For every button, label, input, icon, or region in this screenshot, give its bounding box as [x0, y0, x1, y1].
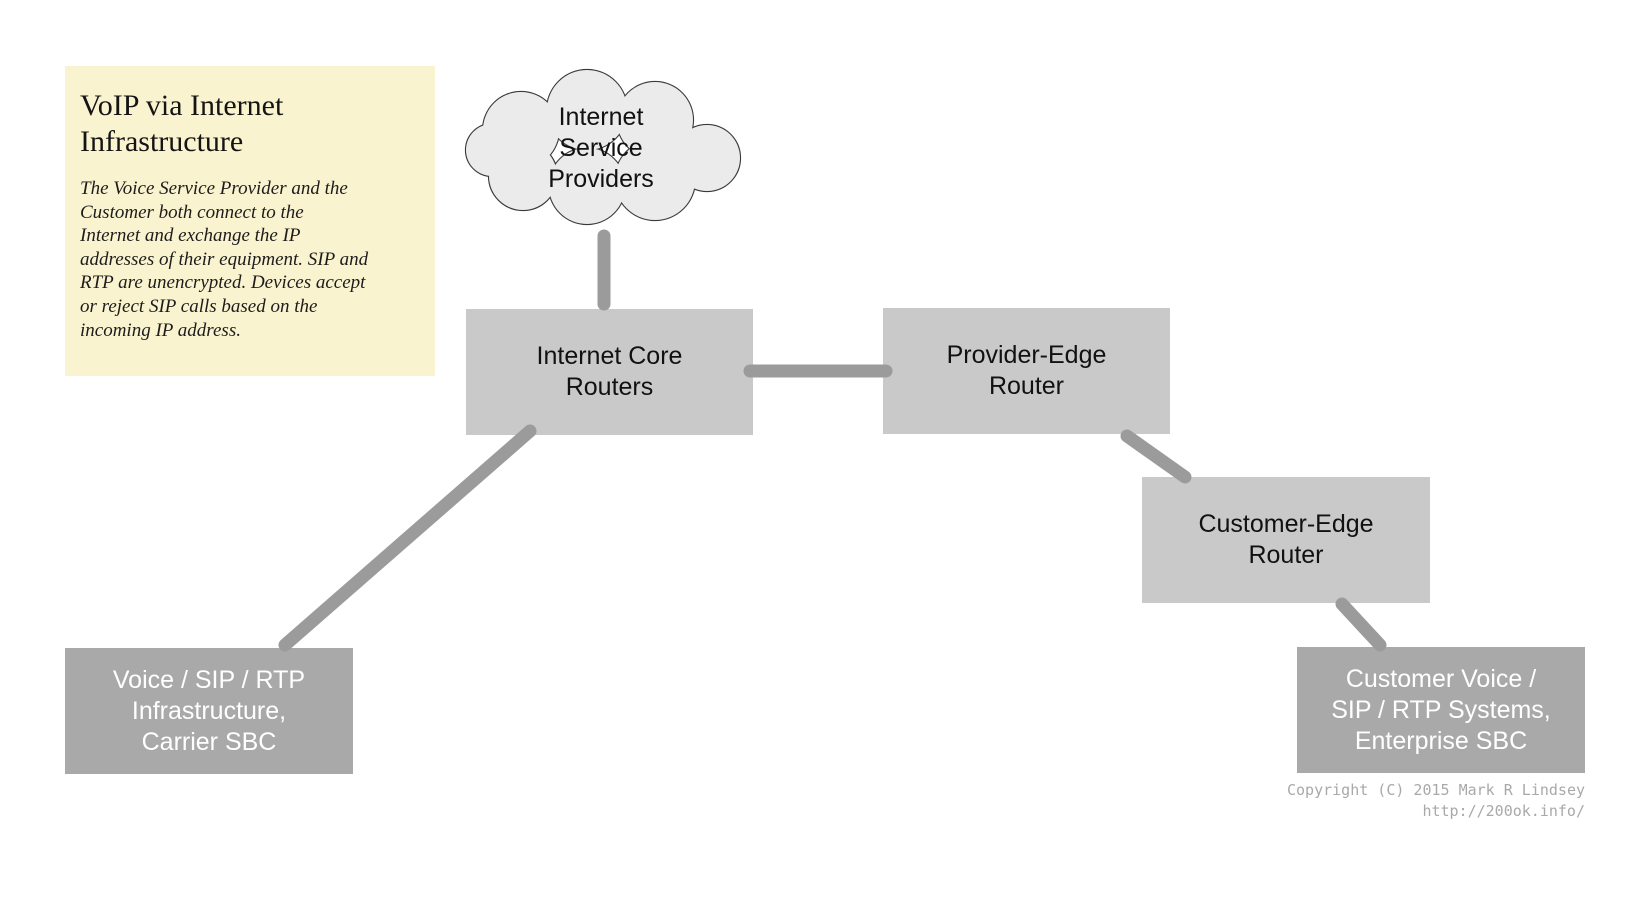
node-label: Voice / SIP / RTP Infrastructure, Carrie…: [112, 665, 306, 756]
copyright-notice: Copyright (C) 2015 Mark R Lindsey http:/…: [1287, 780, 1585, 822]
node-provider-edge-router: Provider-Edge Router: [883, 308, 1170, 434]
node-carrier-sbc: Voice / SIP / RTP Infrastructure, Carrie…: [65, 648, 353, 774]
link-provider-edge-customer-edge: [1120, 429, 1192, 484]
diagram-title: VoIP via Internet Infrastructure: [80, 89, 284, 158]
annotation-note: VoIP via Internet Infrastructure The Voi…: [65, 66, 435, 376]
node-internet-service-providers: Internet Service Providers: [457, 66, 745, 230]
node-label: Internet Service Providers: [548, 102, 654, 193]
node-label: Internet Core Routers: [536, 342, 683, 401]
link-core-carrier-sbc: [278, 424, 537, 652]
node-customer-edge-router: Customer-Edge Router: [1142, 477, 1430, 603]
diagram-description: The Voice Service Provider and the Custo…: [80, 178, 369, 341]
node-internet-core-routers: Internet Core Routers: [466, 309, 753, 435]
node-label: Customer Voice / SIP / RTP Systems, Ente…: [1331, 664, 1551, 755]
link-customer-edge-enterprise-sbc: [1335, 597, 1387, 652]
copyright-url: http://200ok.info/: [1422, 802, 1585, 820]
node-label: Provider-Edge Router: [946, 341, 1107, 400]
cloud-icon: [464, 68, 742, 226]
node-enterprise-sbc: Customer Voice / SIP / RTP Systems, Ente…: [1297, 647, 1585, 773]
node-label: Customer-Edge Router: [1198, 510, 1374, 569]
copyright-line: Copyright (C) 2015 Mark R Lindsey: [1286, 781, 1585, 799]
